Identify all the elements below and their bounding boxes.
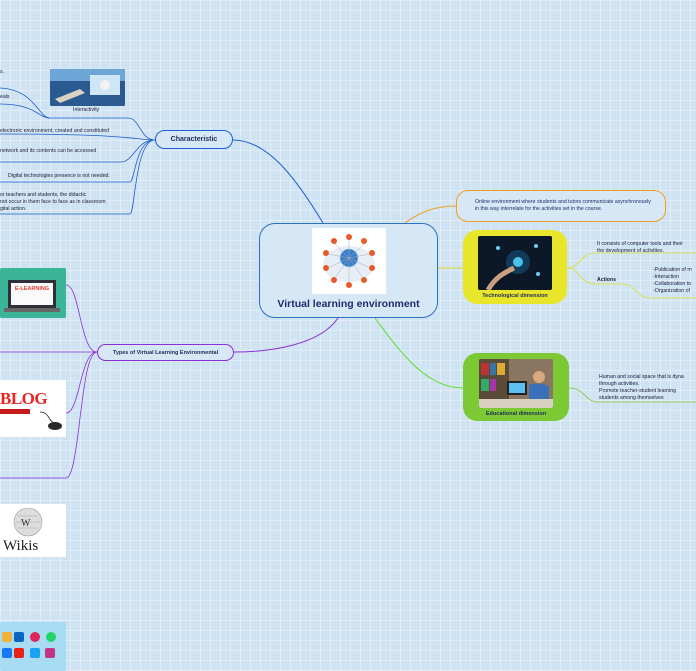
technological-desc-line: It consists of computer tools and their [597,241,683,247]
characteristic-item: electronic environment; created and cons… [0,128,110,134]
characteristic-item: Digital technologies presence is not nee… [8,173,110,179]
action-item: -Organization of [653,288,690,294]
technological-desc-line: the development of activities. [597,248,664,254]
student-computer-image [479,359,553,408]
educational-desc-line: Promote teacher-student learning [599,388,676,394]
online-environment-node[interactable]: Online environment where students and tu… [456,190,666,222]
interactivity-caption: Interactivity [73,107,100,113]
characteristic-item: eals [0,94,10,100]
educational-desc-line: Human and social space that is dyna [599,374,684,380]
online-environment-text: Online environment where students and tu… [475,199,651,212]
wikipedia-wikis-logo: W Wikis [0,504,66,557]
characteristic-item: network and its contents can be accessed [0,148,97,154]
educational-dimension-node[interactable]: Educational dimension [463,353,569,421]
e-learning-laptop-image: E-LEARNING [0,268,66,318]
central-topic[interactable]: Virtual learning environment [259,223,438,318]
technology-hand-image [478,236,552,290]
characteristic-item: not occur in them face to face as in cla… [0,199,106,205]
educational-desc-line: students among themselves [599,395,664,401]
characteristic-label: Characteristic [170,136,218,143]
blog-text: BLOG [0,389,48,408]
characteristic-node[interactable]: Characteristic [155,130,233,149]
wikis-text: Wikis [3,538,39,554]
connector-lines [0,87,696,479]
educational-desc-line: through activities. [599,381,640,387]
network-people-icon [311,228,386,294]
educational-dimension-label: Educational dimension [485,411,547,417]
technological-dimension-label: Technological dimension [482,293,548,299]
action-item: -Collaboration to [653,281,692,287]
action-item: -Publication of m [653,267,692,273]
characteristic-item: s. [0,69,5,75]
types-label: Types of Virtual Learning Environmental [112,349,219,356]
types-node[interactable]: Types of Virtual Learning Environmental [97,344,234,361]
technological-dimension-node[interactable]: Technological dimension [463,230,567,304]
blog-sign-image: BLOG [0,380,66,437]
actions-label: Actions [597,277,617,283]
characteristic-item: gital action. [0,206,27,212]
e-learning-text: E-LEARNING [14,286,50,292]
characteristic-item: or teachers and students, the didactic [0,192,87,198]
social-media-icons-image [0,622,66,671]
central-title: Virtual learning environment [277,298,420,310]
interactivity-image [50,69,125,106]
action-item: -Interaction [653,274,679,280]
